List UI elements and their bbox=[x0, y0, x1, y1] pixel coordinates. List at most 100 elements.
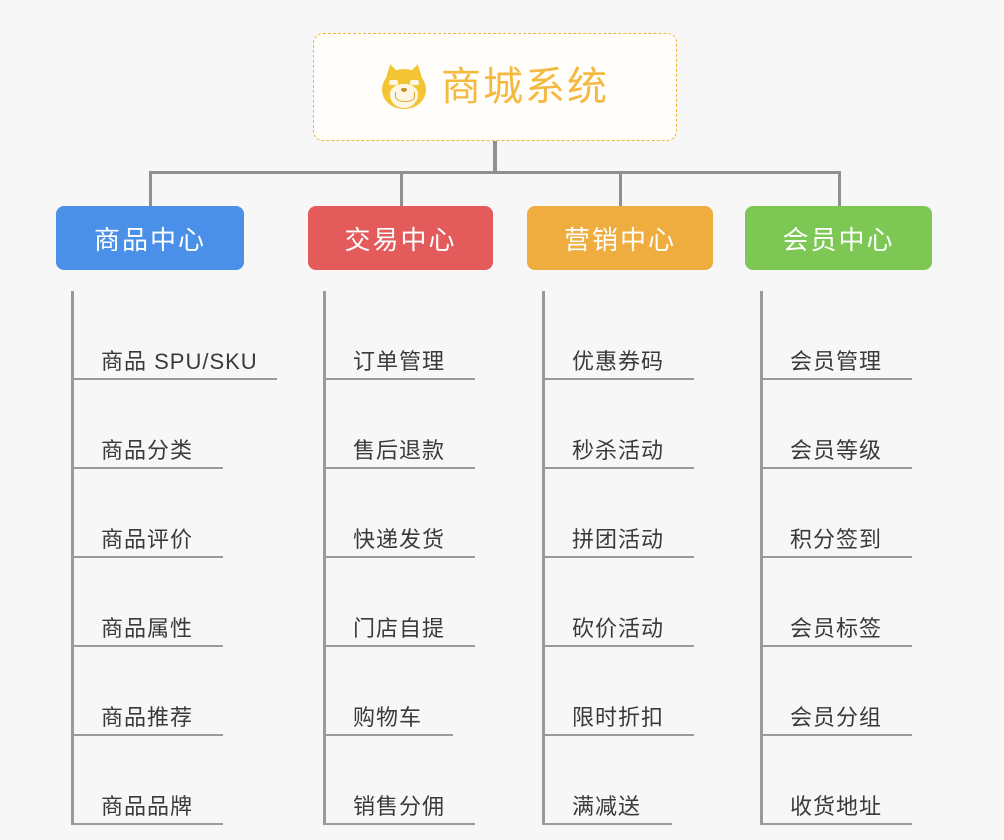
leaf-item-label: 门店自提 bbox=[353, 615, 446, 641]
leaf-underline bbox=[71, 823, 223, 825]
connector-root-stem bbox=[493, 141, 497, 174]
leaf-trunk-line bbox=[760, 291, 763, 825]
leaf-underline bbox=[323, 823, 475, 825]
leaf-item-label: 商品品牌 bbox=[101, 793, 194, 819]
leaf-item-label: 会员管理 bbox=[790, 348, 883, 374]
leaf-item[interactable]: 砍价活动 bbox=[542, 558, 713, 647]
leaf-item[interactable]: 商品品牌 bbox=[71, 736, 244, 825]
leaf-underline bbox=[760, 556, 912, 558]
leaf-underline bbox=[760, 734, 912, 736]
leaf-item-label: 满减送 bbox=[572, 793, 642, 819]
leaf-item[interactable]: 商品评价 bbox=[71, 469, 244, 558]
leaf-underline bbox=[542, 645, 694, 647]
category-header-1[interactable]: 商品中心 bbox=[56, 206, 244, 270]
leaf-underline bbox=[542, 823, 672, 825]
leaf-item-label: 砍价活动 bbox=[572, 615, 665, 641]
category-header-3[interactable]: 营销中心 bbox=[527, 206, 713, 270]
leaf-item-label: 快递发货 bbox=[353, 526, 446, 552]
category-header-label: 商品中心 bbox=[93, 224, 206, 255]
leaf-underline bbox=[760, 467, 912, 469]
leaf-underline bbox=[542, 556, 694, 558]
leaf-item[interactable]: 商品分类 bbox=[71, 380, 244, 469]
leaf-list: 优惠券码秒杀活动拼团活动砍价活动限时折扣满减送 bbox=[527, 291, 713, 825]
leaf-item[interactable]: 快递发货 bbox=[323, 469, 493, 558]
leaf-item-label: 秒杀活动 bbox=[572, 437, 665, 463]
category-column: 营销中心优惠券码秒杀活动拼团活动砍价活动限时折扣满减送 bbox=[527, 206, 713, 825]
leaf-underline bbox=[323, 378, 475, 380]
leaf-item-label: 会员等级 bbox=[790, 437, 883, 463]
leaf-underline bbox=[323, 467, 475, 469]
leaf-item[interactable]: 满减送 bbox=[542, 736, 713, 825]
leaf-trunk-line bbox=[71, 291, 74, 825]
leaf-item[interactable]: 商品 SPU/SKU bbox=[71, 291, 277, 380]
leaf-item[interactable]: 售后退款 bbox=[323, 380, 493, 469]
connector-drop-2 bbox=[400, 171, 403, 209]
leaf-trunk-line bbox=[323, 291, 326, 825]
category-header-label: 会员中心 bbox=[782, 224, 895, 255]
leaf-underline bbox=[71, 645, 223, 647]
leaf-item-label: 销售分佣 bbox=[353, 793, 446, 819]
leaf-item-label: 优惠券码 bbox=[572, 348, 665, 374]
leaf-item[interactable]: 限时折扣 bbox=[542, 647, 713, 736]
leaf-list: 订单管理售后退款快递发货门店自提购物车销售分佣 bbox=[308, 291, 493, 825]
leaf-item-label: 拼团活动 bbox=[572, 526, 665, 552]
leaf-underline bbox=[323, 556, 475, 558]
category-header-label: 营销中心 bbox=[563, 224, 676, 255]
connector-drop-1 bbox=[149, 171, 152, 209]
leaf-item[interactable]: 会员管理 bbox=[760, 291, 932, 380]
root-node[interactable]: 商城系统 bbox=[313, 33, 677, 141]
leaf-underline bbox=[542, 467, 694, 469]
leaf-item[interactable]: 订单管理 bbox=[323, 291, 493, 380]
connector-drop-4 bbox=[838, 171, 841, 209]
leaf-item[interactable]: 销售分佣 bbox=[323, 736, 493, 825]
leaf-item-label: 会员标签 bbox=[790, 615, 883, 641]
leaf-item-label: 售后退款 bbox=[353, 437, 446, 463]
leaf-underline bbox=[760, 823, 912, 825]
category-header-4[interactable]: 会员中心 bbox=[745, 206, 932, 270]
leaf-underline bbox=[323, 645, 475, 647]
leaf-underline bbox=[71, 378, 277, 380]
leaf-item[interactable]: 商品推荐 bbox=[71, 647, 244, 736]
leaf-item[interactable]: 收货地址 bbox=[760, 736, 932, 825]
leaf-item[interactable]: 门店自提 bbox=[323, 558, 493, 647]
category-header-label: 交易中心 bbox=[344, 224, 457, 255]
leaf-item-label: 商品推荐 bbox=[101, 704, 194, 730]
leaf-item-label: 订单管理 bbox=[353, 348, 446, 374]
leaf-item-label: 商品分类 bbox=[101, 437, 194, 463]
leaf-item-label: 商品 SPU/SKU bbox=[101, 348, 258, 374]
leaf-underline bbox=[323, 734, 453, 736]
category-header-2[interactable]: 交易中心 bbox=[308, 206, 493, 270]
shiba-dog-face-icon bbox=[381, 62, 427, 110]
connector-drop-3 bbox=[619, 171, 622, 209]
leaf-underline bbox=[760, 645, 912, 647]
leaf-item[interactable]: 优惠券码 bbox=[542, 291, 713, 380]
leaf-item[interactable]: 积分签到 bbox=[760, 469, 932, 558]
leaf-underline bbox=[760, 378, 912, 380]
leaf-item-label: 限时折扣 bbox=[572, 704, 665, 730]
leaf-item-label: 商品属性 bbox=[101, 615, 194, 641]
leaf-underline bbox=[71, 467, 223, 469]
leaf-trunk-line bbox=[542, 291, 545, 825]
leaf-item[interactable]: 会员标签 bbox=[760, 558, 932, 647]
root-title: 商城系统 bbox=[441, 65, 609, 109]
leaf-item[interactable]: 会员分组 bbox=[760, 647, 932, 736]
leaf-item-label: 商品评价 bbox=[101, 526, 194, 552]
leaf-item-label: 购物车 bbox=[353, 704, 423, 730]
leaf-underline bbox=[542, 734, 694, 736]
leaf-item[interactable]: 购物车 bbox=[323, 647, 493, 736]
category-column: 会员中心会员管理会员等级积分签到会员标签会员分组收货地址 bbox=[745, 206, 932, 825]
leaf-item[interactable]: 秒杀活动 bbox=[542, 380, 713, 469]
leaf-underline bbox=[71, 556, 223, 558]
leaf-item[interactable]: 会员等级 bbox=[760, 380, 932, 469]
leaf-item[interactable]: 拼团活动 bbox=[542, 469, 713, 558]
leaf-item-label: 收货地址 bbox=[790, 793, 883, 819]
leaf-item[interactable]: 商品属性 bbox=[71, 558, 244, 647]
category-column: 商品中心商品 SPU/SKU 商品分类商品评价商品属性商品推荐商品品牌 bbox=[56, 206, 277, 825]
category-column: 交易中心订单管理售后退款快递发货门店自提购物车销售分佣 bbox=[308, 206, 493, 825]
leaf-list: 商品 SPU/SKU 商品分类商品评价商品属性商品推荐商品品牌 bbox=[56, 291, 277, 825]
leaf-underline bbox=[71, 734, 223, 736]
leaf-item-label: 积分签到 bbox=[790, 526, 883, 552]
leaf-list: 会员管理会员等级积分签到会员标签会员分组收货地址 bbox=[745, 291, 932, 825]
connector-horizontal-bus bbox=[149, 171, 841, 174]
